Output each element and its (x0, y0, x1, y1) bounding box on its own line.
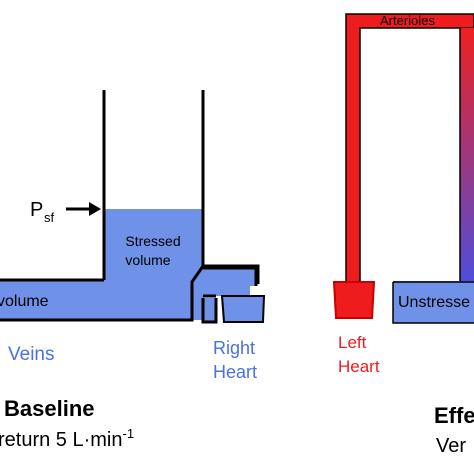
left-heart-label-line2: Heart (338, 357, 380, 376)
psf-subscript: sf (44, 210, 55, 225)
baseline-subtitle: return 5 L·min-1 (0, 426, 134, 451)
baseline-panel: P sf Stressed volume volume Veins Right … (0, 90, 266, 451)
effect-title: Effe (434, 403, 474, 428)
unstressed-volume-label-right: Unstresse (398, 294, 470, 311)
venous-return-tube (460, 28, 474, 290)
arterioles-label: Arterioles (380, 13, 435, 28)
vein-outline (0, 264, 260, 322)
stressed-volume-line1: Stressed (125, 233, 180, 249)
right-heart (220, 295, 266, 323)
right-heart-label-line2: Heart (213, 362, 257, 382)
effect-subtitle: Ver (436, 435, 466, 457)
baseline-title: Baseline (4, 396, 95, 421)
veins-label: Veins (8, 344, 54, 365)
stressed-volume-line2: volume (125, 252, 170, 268)
effect-panel: Arterioles Unstresse Left Heart Effe Ver (332, 13, 474, 457)
connector-to-heart (203, 268, 256, 296)
connector-outline (203, 266, 258, 298)
heart-inlet-loop (201, 298, 218, 324)
psf-arrowhead-icon (89, 202, 101, 216)
venous-fluid (0, 209, 203, 320)
psf-label: P (30, 199, 43, 221)
right-heart-label-line1: Right (213, 338, 255, 358)
unstressed-reservoir-outline (392, 281, 474, 324)
unstressed-reservoir (393, 281, 474, 323)
left-heart (332, 281, 376, 319)
unstressed-volume-label: volume (0, 293, 49, 310)
arterial-tube (345, 13, 474, 283)
left-heart-label-line1: Left (338, 333, 367, 352)
baseline-subtitle-text: return 5 L·min (0, 429, 123, 451)
baseline-subtitle-exponent: -1 (123, 426, 135, 441)
